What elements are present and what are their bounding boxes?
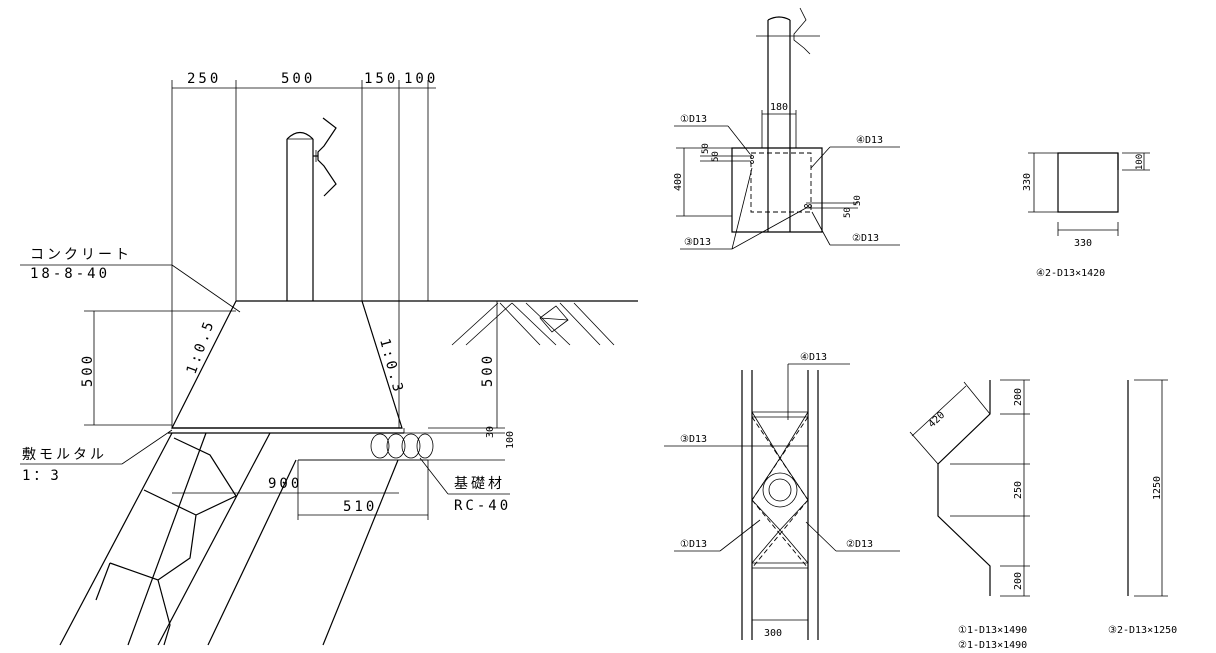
post-plan-inner xyxy=(769,479,791,501)
bar1-label: ①D13 xyxy=(680,114,707,125)
dim-200-top: 200 xyxy=(1013,388,1024,406)
dim-500: 500 xyxy=(281,71,315,87)
stirrup-label: ④2-D13×1420 xyxy=(1036,268,1105,279)
plan-bar3-label: ③D13 xyxy=(680,434,707,445)
dim-50b: 50 xyxy=(711,151,721,162)
stirrup-shape xyxy=(1058,153,1118,212)
dim-height-left: 500 xyxy=(80,353,96,387)
bent-bar-detail: 200 250 200 420 ①1-D13×1490 ②1-D13×1490 xyxy=(910,380,1030,651)
dim-180: 180 xyxy=(770,102,788,113)
bent-bar-label-2: ②1-D13×1490 xyxy=(958,640,1027,651)
plan-bar4-label: ④D13 xyxy=(800,352,827,363)
dim-420: 420 xyxy=(927,410,948,430)
base-gravel xyxy=(298,433,433,460)
section-view: 250 500 150 100 500 500 30 100 1:0.5 1:0… xyxy=(20,71,638,645)
rebar-cage xyxy=(751,153,811,212)
dim-100-stirrup: 100 xyxy=(1135,154,1145,170)
bar3-label: ③D13 xyxy=(684,237,711,248)
bar2-label: ②D13 xyxy=(852,233,879,244)
dim-400: 400 xyxy=(673,173,684,191)
slope-right: 1:0.3 xyxy=(376,337,406,396)
footing-outline xyxy=(732,148,822,232)
mortar-ratio: 1：3 xyxy=(22,468,62,484)
plan-bar2-label: ②D13 xyxy=(846,539,873,550)
dim-50d: 50 xyxy=(853,195,863,206)
dim-330-horizontal: 330 xyxy=(1074,238,1092,249)
dim-250: 250 xyxy=(187,71,221,87)
dim-1250: 1250 xyxy=(1152,476,1163,500)
stirrup-detail: 330 330 100 ④2-D13×1420 xyxy=(1022,153,1150,279)
top-dimension-chain: 250 500 150 100 xyxy=(172,71,438,428)
bar4-label: ④D13 xyxy=(856,135,883,146)
straight-bar-label: ③2-D13×1250 xyxy=(1108,625,1177,636)
concrete-label: コンクリート xyxy=(30,247,132,263)
plan-bar1-label: ①D13 xyxy=(680,539,707,550)
guardrail-beam xyxy=(318,118,336,196)
base-spec: RC-40 xyxy=(454,498,511,514)
dim-height-right: 500 xyxy=(480,353,496,387)
rubble-masonry xyxy=(60,433,398,645)
concrete-spec: 18-8-40 xyxy=(30,266,110,282)
dim-50c: 50 xyxy=(843,207,853,218)
dim-300: 300 xyxy=(764,628,782,639)
rebar-elevation-view: 180 400 50 50 50 50 ①D13 ④D13 ③D13 ②D13 xyxy=(673,8,900,249)
base-label: 基礎材 xyxy=(454,475,505,492)
dim-100: 100 xyxy=(505,431,516,449)
straight-bar-detail: 1250 ③2-D13×1250 xyxy=(1108,380,1177,636)
dim-50a: 50 xyxy=(701,143,711,154)
dim-30: 30 xyxy=(485,426,496,438)
bent-bar-label-1: ①1-D13×1490 xyxy=(958,625,1027,636)
dim-200-bottom: 200 xyxy=(1013,572,1024,590)
dim-330-vertical: 330 xyxy=(1022,173,1033,191)
dim-100: 100 xyxy=(404,71,438,87)
natural-ground-hatch xyxy=(452,303,614,345)
bent-bar-shape xyxy=(938,380,990,596)
rebar-plan-view: ④D13 ③D13 ①D13 ②D13 300 xyxy=(664,352,900,640)
dim-250: 250 xyxy=(1013,481,1024,499)
post-plan-outer xyxy=(763,473,797,507)
dim-150: 150 xyxy=(364,71,398,87)
mortar-label: 敷モルタル xyxy=(22,447,107,463)
dim-900: 900 xyxy=(268,476,302,492)
dim-510: 510 xyxy=(343,499,377,515)
